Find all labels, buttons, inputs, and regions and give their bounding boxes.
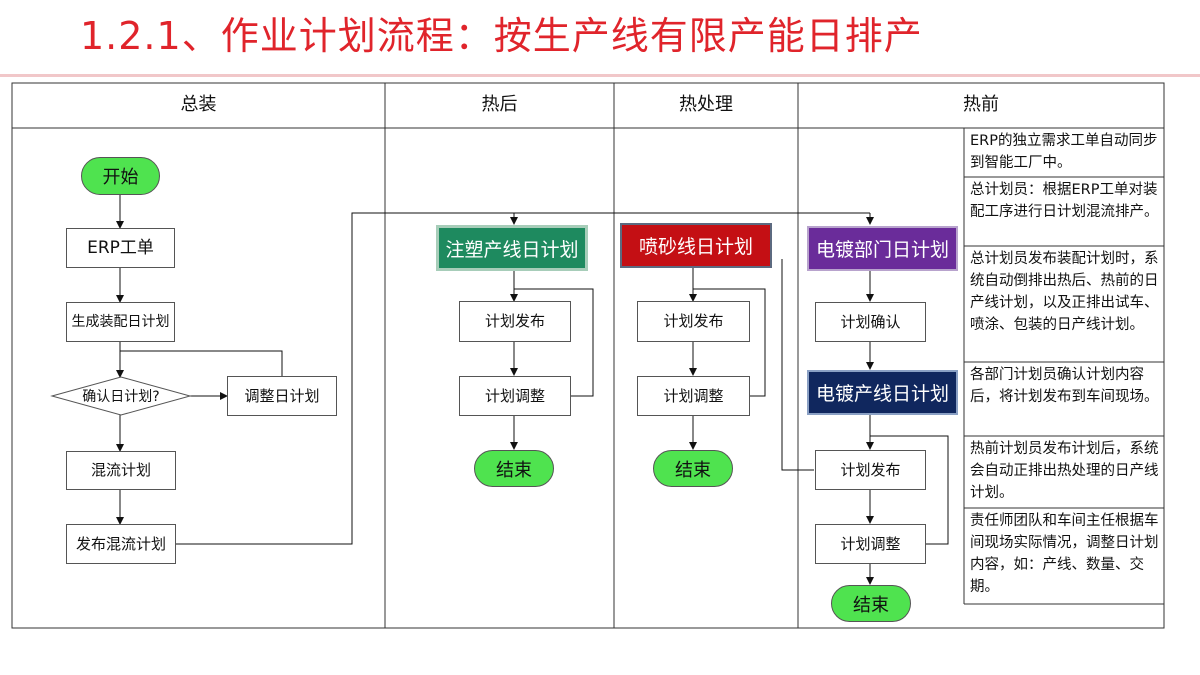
start-terminal: 开始 xyxy=(81,157,160,195)
heat-treat-end-terminal: 结束 xyxy=(653,450,733,487)
note-dept-confirm: 各部门计划员确认计划内容后，将计划发布到车间现场。 xyxy=(970,367,1159,405)
mixed-plan-box: 混流计划 xyxy=(66,451,176,490)
note-master-planner: 总计划员：根据ERP工单对装配工序进行日计划混流排产。 xyxy=(970,182,1159,220)
lane-header-post-heat: 热后 xyxy=(481,94,518,115)
pre-heat-end-terminal: 结束 xyxy=(831,585,911,622)
post-heat-adjust-box: 计划调整 xyxy=(459,376,571,416)
note-auto-backward-schedule: 总计划员发布装配计划时，系统自动倒排出热后、热前的日产线计划，以及正排出试车、喷… xyxy=(970,251,1159,333)
post-heat-end-terminal: 结束 xyxy=(474,450,554,487)
generate-assembly-plan-box: 生成装配日计划 xyxy=(66,302,175,342)
post-heat-publish-box: 计划发布 xyxy=(459,301,571,342)
erp-order-box: ERP工单 xyxy=(66,228,175,268)
plating-dept-plan-box: 电镀部门日计划 xyxy=(807,226,958,271)
lane-header-heat-treatment: 热处理 xyxy=(679,94,733,115)
page-title: 1.2.1、作业计划流程：按生产线有限产能日排产 xyxy=(80,14,923,58)
heat-treat-adjust-box: 计划调整 xyxy=(637,376,750,416)
injection-line-plan-box: 注塑产线日计划 xyxy=(436,225,588,271)
pre-heat-confirm-box: 计划确认 xyxy=(815,302,926,342)
swimlane-grid xyxy=(11,82,1165,629)
lane-header-assembly: 总装 xyxy=(180,94,217,115)
note-pre-heat-forward: 热前计划员发布计划后，系统会自动正排出热处理的日产线计划。 xyxy=(970,441,1159,501)
publish-mixed-plan-box: 发布混流计划 xyxy=(66,524,176,564)
note-erp-sync: ERP的独立需求工单自动同步到智能工厂中。 xyxy=(970,133,1158,171)
adjust-plan-box: 调整日计划 xyxy=(227,376,337,416)
note-team-adjust: 责任师团队和车间主任根据车间现场实际情况，调整日计划内容，如：产线、数量、交期。 xyxy=(970,513,1159,595)
pre-heat-publish-box: 计划发布 xyxy=(815,450,926,490)
title-divider xyxy=(0,74,1200,77)
pre-heat-adjust-box: 计划调整 xyxy=(815,524,926,564)
confirm-plan-label: 确认日计划? xyxy=(82,389,160,405)
lane-header-pre-heat: 热前 xyxy=(963,94,999,115)
sandblast-line-plan-box: 喷砂线日计划 xyxy=(620,223,772,268)
plating-line-plan-box: 电镀产线日计划 xyxy=(807,370,958,415)
heat-treat-publish-box: 计划发布 xyxy=(637,301,750,342)
connector-lines xyxy=(116,195,949,585)
confirm-decision-diamond xyxy=(50,376,192,416)
